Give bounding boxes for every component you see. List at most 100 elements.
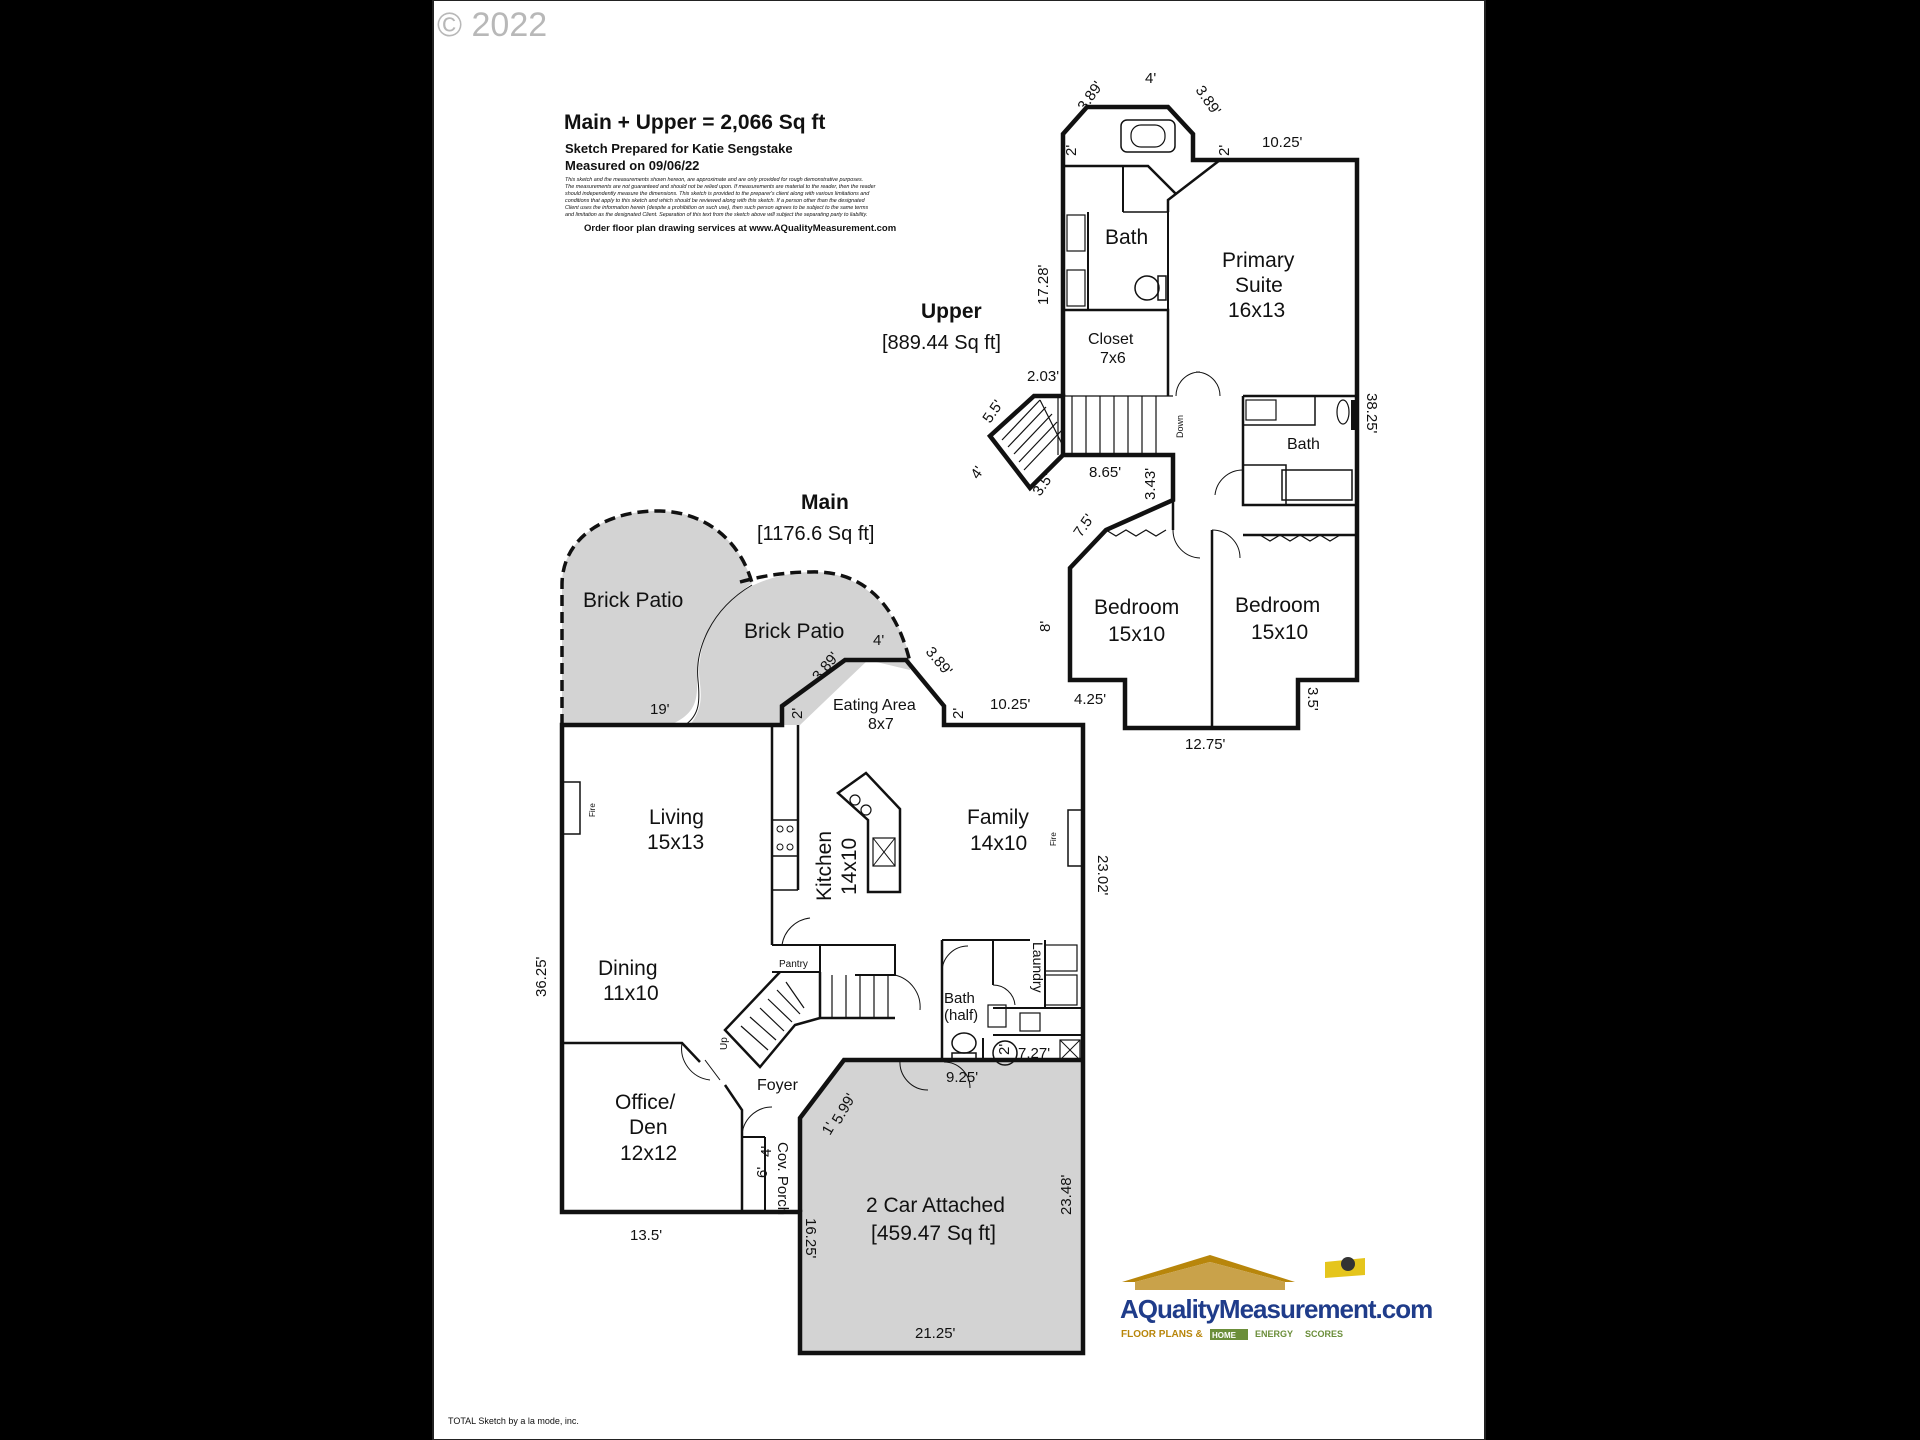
bedroom2-size: 15x10 xyxy=(1251,621,1308,644)
primary-suite-label: Suite xyxy=(1235,274,1283,297)
dimension-label: 8.65' xyxy=(1089,464,1121,481)
dimension-label: 38.25' xyxy=(1363,393,1380,434)
dimension-label: 4' xyxy=(758,1146,775,1157)
dimension-label: 2' xyxy=(1216,145,1233,156)
upper-title: Upper xyxy=(921,300,982,323)
logo-name: AQualityMeasurement.com xyxy=(1120,1294,1432,1324)
washer-icon xyxy=(1044,944,1078,972)
brick-patio-left-label: Brick Patio xyxy=(583,589,683,612)
logo-tagline: ENERGY xyxy=(1255,1329,1293,1339)
half-bath-label: Bath xyxy=(944,990,975,1007)
upper-windows xyxy=(1146,158,1355,730)
logo-tagline: FLOOR PLANS & xyxy=(1121,1329,1203,1340)
fireplace-family-icon xyxy=(1067,809,1084,867)
garage-label: 2 Car Attached xyxy=(866,1194,1005,1217)
primary-suite-label: Primary xyxy=(1222,249,1295,272)
family-label: Family xyxy=(967,806,1029,829)
living-size: 15x13 xyxy=(647,831,704,854)
upper-floor xyxy=(986,104,1360,731)
total-area-title: Main + Upper = 2,066 Sq ft xyxy=(564,111,825,134)
dimension-label: 10.25' xyxy=(990,696,1031,713)
foyer-label: Foyer xyxy=(757,1077,799,1094)
svg-text:and limitation as the designat: and limitation as the designated Client.… xyxy=(565,212,867,218)
dimension-label: 21.25' xyxy=(915,1325,956,1342)
dimension-label: 23.02' xyxy=(1094,855,1111,896)
water-heater-icon xyxy=(992,1040,1018,1066)
sink-icon xyxy=(849,794,861,806)
bathtub-icon xyxy=(1120,119,1176,153)
upper-area: [889.44 Sq ft] xyxy=(882,332,1001,354)
dimension-label: 9.25' xyxy=(946,1069,978,1086)
dimension-label: 10.25' xyxy=(1262,134,1303,151)
svg-text:The measurements are not guara: The measurements are not guaranteed and … xyxy=(565,184,876,190)
fireplace-label: Fire xyxy=(588,803,597,817)
dimension-label: 6' xyxy=(754,1167,771,1178)
closet-label: Closet xyxy=(1088,331,1134,348)
order-services-text: Order floor plan drawing services at www… xyxy=(584,223,896,234)
bathtub-icon xyxy=(1281,469,1353,501)
stairs-down-label: Down xyxy=(1175,415,1185,438)
logo-tagline: HOME xyxy=(1212,1331,1237,1340)
svg-text:should independently measure t: should independently measure the dimensi… xyxy=(565,191,870,197)
logo-tagline: SCORES xyxy=(1305,1329,1343,1339)
main-floor-walls xyxy=(559,657,1086,1356)
dimension-label: 13.5' xyxy=(630,1227,662,1244)
range-icon xyxy=(771,819,799,857)
dimension-label: 3.43' xyxy=(1142,468,1159,500)
living-label: Living xyxy=(649,806,704,829)
office-size: 12x12 xyxy=(620,1142,677,1165)
dimension-label: 2' xyxy=(789,708,806,719)
dimension-label: 17.28' xyxy=(1035,264,1052,305)
upper-bath2-label: Bath xyxy=(1287,436,1320,453)
dimension-label: 3.5' xyxy=(1304,687,1321,711)
dining-size: 11x10 xyxy=(603,982,659,1005)
main-windows xyxy=(560,723,1085,1355)
office-label: Den xyxy=(629,1116,668,1139)
prepared-for-text: Sketch Prepared for Katie Sengstake xyxy=(565,141,793,156)
dimension-label: 4' xyxy=(1145,70,1156,87)
svg-text:Client uses the information he: Client uses the information herein (desp… xyxy=(565,205,869,211)
dining-label: Dining xyxy=(598,957,658,980)
dryer-icon xyxy=(1044,974,1078,1006)
disclaimer-text: This sketch and the measurements shown h… xyxy=(565,177,876,218)
closet-size: 7x6 xyxy=(1100,350,1126,367)
footer-credit: TOTAL Sketch by a la mode, inc. xyxy=(448,1416,579,1426)
toilet-icon xyxy=(1336,399,1350,425)
dimension-label: 4.25' xyxy=(1074,691,1106,708)
laundry-label: Laundry xyxy=(1030,942,1046,993)
dimension-label: 4' xyxy=(873,632,884,649)
family-size: 14x10 xyxy=(970,832,1027,855)
kitchen-size: 14x10 xyxy=(838,838,861,895)
upper-stairs xyxy=(1001,395,1173,471)
dimension-label: 2' xyxy=(996,1044,1013,1055)
svg-text:conditions that apply to this: conditions that apply to this sketch and… xyxy=(565,198,866,204)
eating-area-label: Eating Area xyxy=(833,697,916,714)
fireplace-living-icon xyxy=(561,781,581,835)
measured-date-text: Measured on 09/06/22 xyxy=(565,158,699,173)
stairs-up-label: Up xyxy=(719,1037,730,1050)
garage-area-label: [459.47 Sq ft] xyxy=(871,1222,996,1245)
main-stairs xyxy=(740,975,889,1051)
eating-area-size: 8x7 xyxy=(868,716,894,733)
bedroom2-label: Bedroom xyxy=(1235,594,1320,617)
company-logo: AQualityMeasurement.com FLOOR PLANS & HO… xyxy=(1120,1255,1433,1340)
dimension-label: 23.48' xyxy=(1058,1174,1075,1215)
upper-bath-label: Bath xyxy=(1105,226,1148,249)
office-label: Office/ xyxy=(615,1091,675,1114)
pantry-label: Pantry xyxy=(779,959,808,970)
sink-icon xyxy=(1066,269,1086,307)
covered-porch-label: Cov. Porch xyxy=(774,1142,791,1215)
dimension-label: 36.25' xyxy=(533,956,550,997)
sink-icon xyxy=(1066,214,1086,252)
dimension-label: 2.03' xyxy=(1027,368,1059,385)
toilet-icon xyxy=(1134,275,1160,301)
main-area: [1176.6 Sq ft] xyxy=(757,523,875,545)
dimension-label: 12.75' xyxy=(1185,736,1226,753)
sink-icon xyxy=(987,1004,1007,1028)
main-title: Main xyxy=(801,491,849,514)
dimension-label: 2' xyxy=(950,708,967,719)
primary-suite-size: 16x13 xyxy=(1228,299,1285,322)
dimension-label: 16.25' xyxy=(802,1218,819,1259)
bedroom1-label: Bedroom xyxy=(1094,596,1179,619)
